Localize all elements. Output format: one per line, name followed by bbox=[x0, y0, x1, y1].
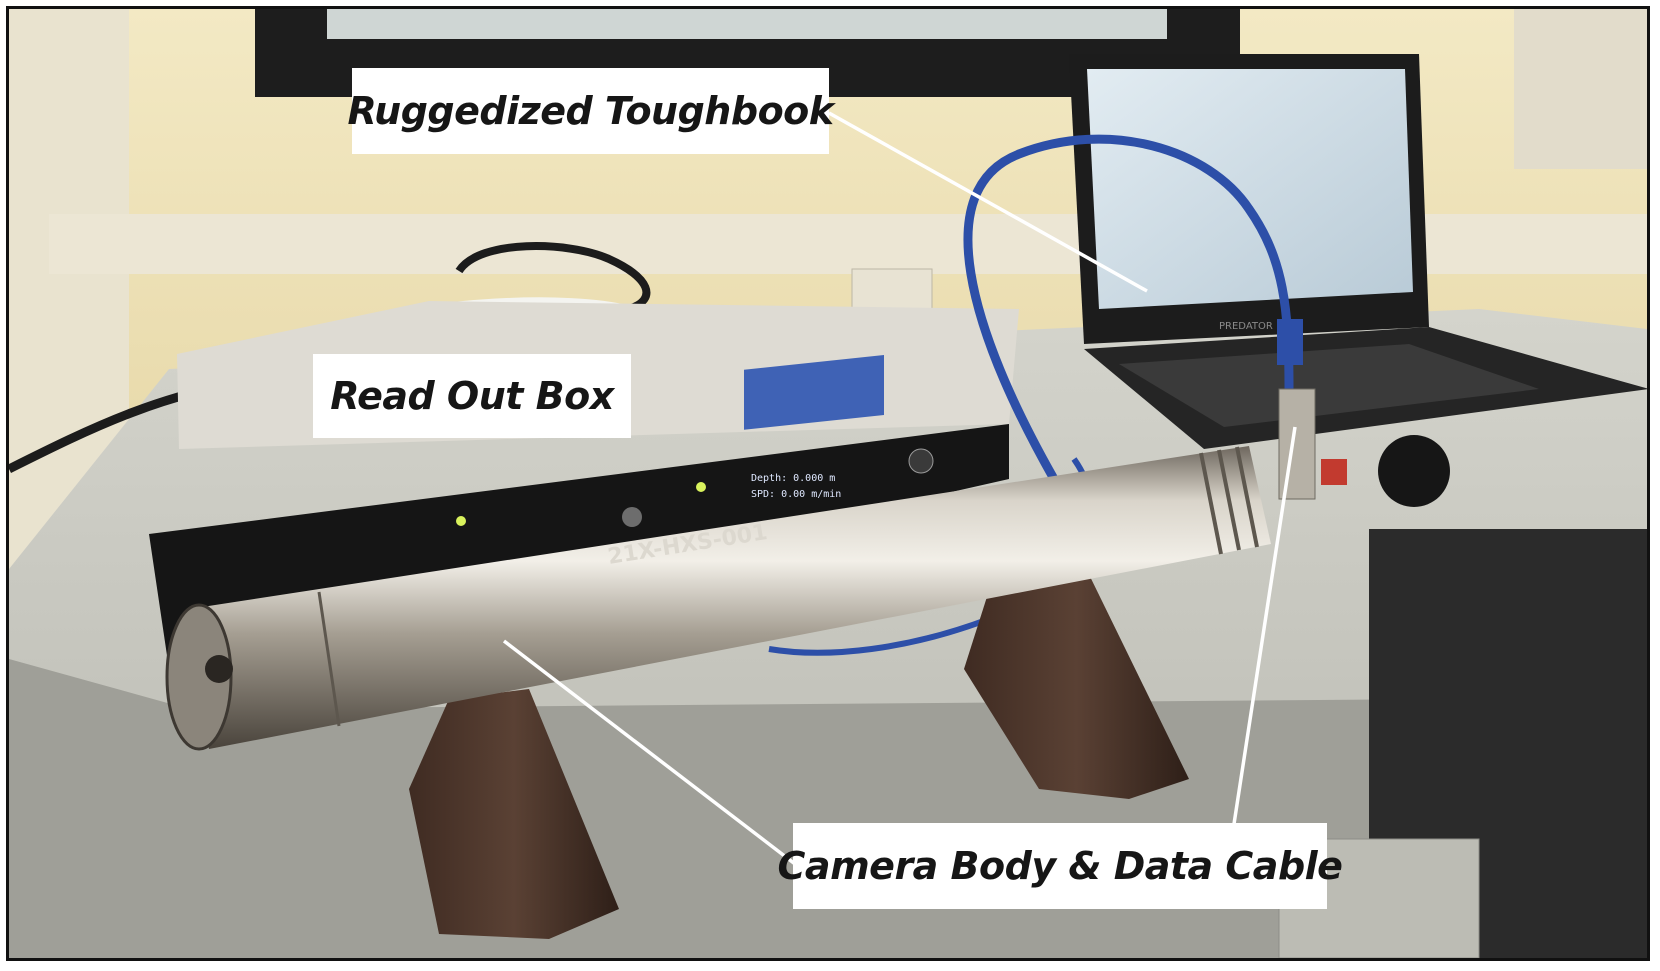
callout-readout-box: Read Out Box bbox=[313, 354, 631, 438]
readout-screen-depth: Depth: 0.000 m bbox=[751, 473, 835, 484]
camera-seam-3 bbox=[1217, 449, 1241, 551]
callout-toughbook: Ruggedized Toughbook bbox=[347, 68, 834, 154]
camera-connector bbox=[1278, 388, 1316, 500]
readout-usb-port bbox=[908, 448, 934, 474]
readout-led-1 bbox=[456, 516, 466, 526]
readout-led-2 bbox=[696, 482, 706, 492]
camera-cap-black bbox=[1378, 435, 1450, 507]
leader-line-toughbook bbox=[828, 111, 1148, 293]
leader-line-camera-body bbox=[502, 639, 797, 866]
stand-left bbox=[409, 689, 619, 939]
camera-lens bbox=[205, 655, 233, 683]
camera-body bbox=[189, 446, 1271, 749]
window-glass bbox=[327, 9, 1167, 39]
callout-camera-body: Camera Body & Data Cable bbox=[778, 823, 1343, 909]
wall-outlet bbox=[851, 268, 933, 310]
blue-cable-plug bbox=[1277, 319, 1303, 365]
readout-screen-speed: SPD: 0.00 m/min bbox=[751, 489, 841, 500]
laptop-screen bbox=[1087, 69, 1413, 309]
stand-right bbox=[964, 554, 1189, 799]
photo-frame: Depth: 0.000 m SPD: 0.00 m/min PREDATOR … bbox=[6, 6, 1650, 961]
readout-screen bbox=[744, 355, 884, 430]
camera-seam-2 bbox=[1199, 452, 1223, 555]
blue-cable bbox=[963, 134, 1294, 482]
readout-jack bbox=[622, 507, 642, 527]
wall-panel-right bbox=[1514, 9, 1647, 169]
laptop-brand: PREDATOR bbox=[1219, 321, 1273, 332]
camera-seam-4 bbox=[1235, 446, 1259, 548]
camera-seam-1 bbox=[317, 591, 341, 727]
leader-line-data-cable bbox=[1232, 426, 1297, 825]
camera-connector-red bbox=[1321, 459, 1347, 485]
laptop-keys bbox=[1119, 344, 1539, 427]
black-cable-coil bbox=[455, 242, 651, 313]
camera-end-cap bbox=[165, 603, 233, 751]
